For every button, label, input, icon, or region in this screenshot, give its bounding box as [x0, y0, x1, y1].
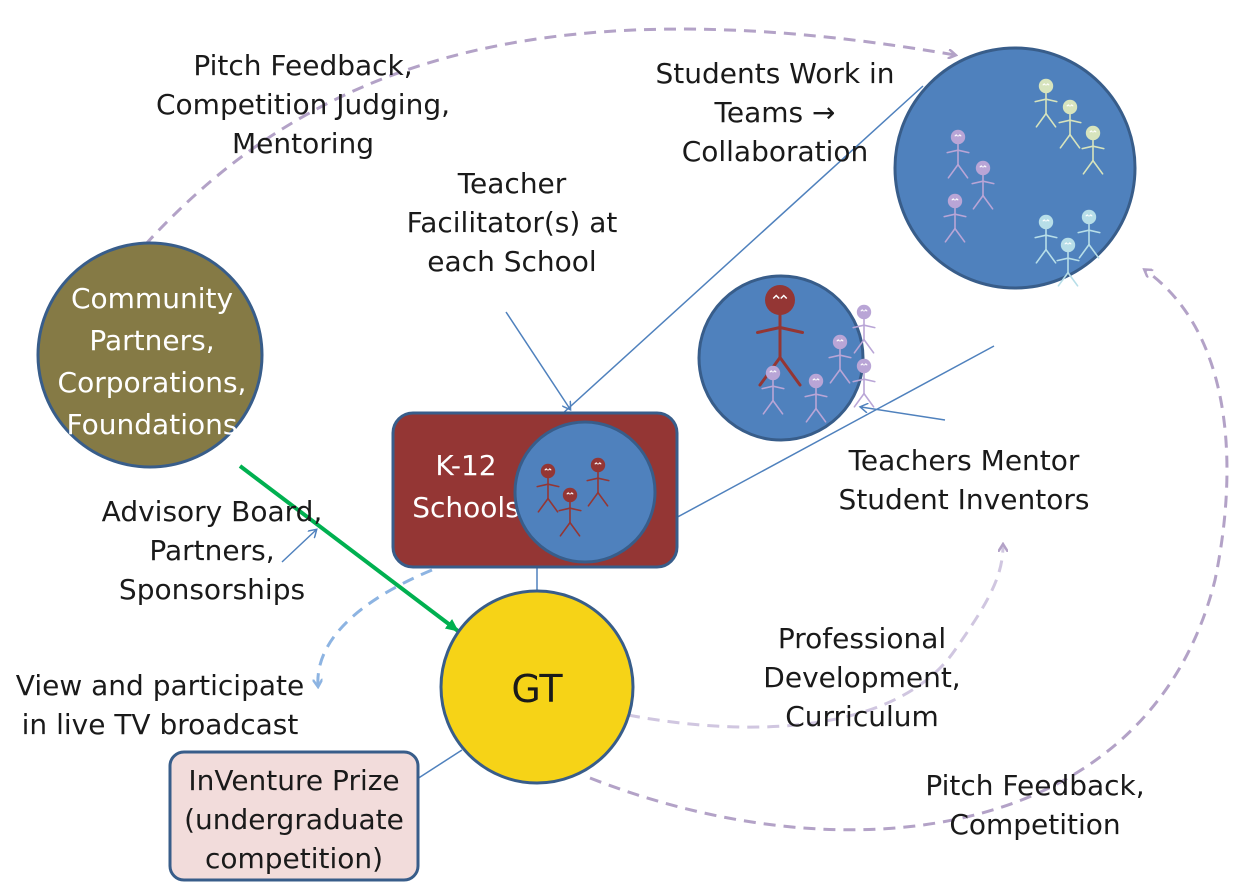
team-purple-group — [943, 129, 995, 243]
community-partners-node — [36, 241, 264, 469]
student-figure — [946, 129, 970, 179]
student-figure — [1077, 209, 1101, 259]
mentored-students-group — [761, 304, 876, 423]
zoom-line-top-left — [549, 85, 924, 426]
student-teams-circle — [893, 46, 1137, 290]
student-figure — [761, 365, 785, 415]
student-figure — [971, 160, 995, 210]
student-figure — [804, 373, 828, 423]
label-pitch-feedback-bottom: Pitch Feedback,Competition — [925, 769, 1144, 841]
arrow-teacher-facilitator — [505, 311, 570, 409]
student-figure — [558, 487, 582, 537]
label-pitch-feedback-top: Pitch Feedback,Competition Judging,Mento… — [156, 49, 450, 160]
gt-node — [439, 589, 635, 785]
student-figure — [586, 457, 610, 507]
student-figure — [828, 334, 852, 384]
school-students-group — [536, 457, 610, 537]
student-figure — [1058, 99, 1082, 149]
gt-label: GT — [511, 667, 563, 711]
green-arrow-partners-to-gt — [238, 464, 460, 633]
dashed-arrow-gt-to-teams — [589, 270, 1229, 832]
team-cyan-group — [1034, 209, 1101, 287]
student-figure — [1081, 125, 1105, 175]
school-zoom-circle — [513, 420, 657, 564]
arrow-teachers-mentor — [861, 407, 946, 421]
teacher-mentor-circle — [697, 274, 876, 442]
student-figure — [1056, 237, 1080, 287]
student-figure — [1034, 78, 1058, 128]
student-figure — [536, 463, 560, 513]
arrow-advisory — [281, 530, 316, 563]
dashed-arrow-schools-to-prize — [318, 568, 433, 686]
teacher-figure — [756, 285, 804, 387]
student-figure — [852, 304, 876, 354]
student-figure — [943, 193, 967, 243]
inventure-prize-node — [168, 750, 420, 882]
team-green-group — [1034, 78, 1105, 175]
student-figure — [852, 358, 876, 408]
label-advisory-board: Advisory Board,Partners,Sponsorships — [102, 495, 323, 606]
student-figure — [1034, 214, 1058, 264]
zoom-line-lower — [634, 345, 995, 541]
dashed-arrow-gt-to-mentors — [627, 545, 1003, 729]
